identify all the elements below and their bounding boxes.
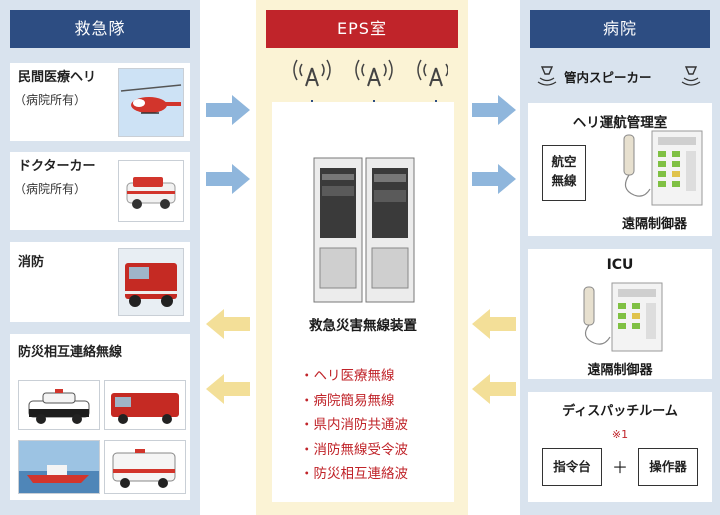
fire-dept-label: 消防 xyxy=(18,255,45,270)
arrow-eps-to-disaster xyxy=(206,374,250,404)
aviation-radio-line1: 航空 xyxy=(551,154,577,169)
fireboat-photo xyxy=(18,440,100,494)
icu-controller-label: 遠隔制御器 xyxy=(587,363,653,378)
medical-heli-sub: （病院所有） xyxy=(14,93,87,107)
arrow-eps-to-fire xyxy=(206,309,250,339)
speaker-icon xyxy=(537,66,557,86)
speaker-row: 管内スピーカー xyxy=(530,60,710,90)
device-label: 救急災害無線装置 xyxy=(309,318,417,334)
heli-controller-label: 遠隔制御器 xyxy=(622,217,688,232)
channel-item: ・消防無線受令波 xyxy=(300,441,408,458)
police-car-photo xyxy=(18,380,100,430)
doctor-car-sub: （病院所有） xyxy=(14,182,87,196)
aviation-radio-line2: 無線 xyxy=(551,173,577,188)
arrow-eps-to-speaker xyxy=(472,95,516,125)
channel-item: ・県内消防共通波 xyxy=(300,417,408,433)
fire-dept-card: 消防 xyxy=(10,242,190,322)
arrow-dispatch-to-eps xyxy=(472,374,516,404)
channel-list: ・ヘリ医療無線 ・病院簡易無線 ・県内消防共通波 ・消防無線受令波 ・防災相互連… xyxy=(300,364,408,487)
doctor-car-card: ドクターカー （病院所有） xyxy=(10,152,190,230)
rack-cabinet-image xyxy=(312,156,416,304)
channel-item: ・ヘリ医療無線 xyxy=(300,368,395,384)
command-desk-box: 指令台 xyxy=(542,448,602,486)
eps-device-panel: 救急災害無線装置 ・ヘリ医療無線 ・病院簡易無線 ・県内消防共通波 ・消防無線受… xyxy=(272,102,454,502)
arrow-eps-to-heli-room xyxy=(472,164,516,194)
eps-column: EPS室 xyxy=(256,0,468,515)
fire-truck-photo xyxy=(118,248,184,316)
heli-room-card: ヘリ運航管理室 航空 無線 遠隔制御器 xyxy=(528,103,712,236)
ambulance-column: 救急隊 民間医療ヘリ （病院所有） ドクターカー （病院所有） xyxy=(0,0,200,515)
dispatch-title: ディスパッチルーム xyxy=(562,404,678,419)
arrow-doctorcar-to-eps xyxy=(206,164,250,194)
dispatch-note: ※1 xyxy=(611,428,629,441)
remote-controller-image xyxy=(623,130,703,206)
ambulance-header: 救急隊 xyxy=(10,10,190,48)
fire-engine-photo xyxy=(104,380,186,430)
speaker-label: 管内スピーカー xyxy=(564,70,652,85)
medical-heli-label: 民間医療ヘリ xyxy=(18,70,97,85)
aviation-radio-box: 航空 無線 xyxy=(542,145,586,201)
speaker-icon xyxy=(681,66,701,86)
dispatch-card: ディスパッチルーム ※1 指令台 ＋ 操作器 xyxy=(528,392,712,502)
hospital-header: 病院 xyxy=(530,10,710,48)
plus-sign: ＋ xyxy=(612,458,629,477)
arrow-heli-to-eps xyxy=(206,95,250,125)
heli-room-title: ヘリ運航管理室 xyxy=(572,115,668,131)
medical-heli-card: 民間医療ヘリ （病院所有） xyxy=(10,63,190,141)
operator-box: 操作器 xyxy=(638,448,698,486)
ambulance-photo xyxy=(104,440,186,494)
disaster-radio-card: 防災相互連絡無線 xyxy=(10,334,190,500)
icu-title: ICU xyxy=(606,257,634,273)
helicopter-photo xyxy=(118,68,184,137)
doctor-car-label: ドクターカー xyxy=(18,159,96,174)
arrow-icu-to-eps xyxy=(472,309,516,339)
channel-item: ・病院簡易無線 xyxy=(300,392,395,409)
icu-card: ICU 遠隔制御器 xyxy=(528,249,712,379)
disaster-radio-label: 防災相互連絡無線 xyxy=(18,345,123,360)
hospital-column: 病院 管内スピーカー ヘリ運航管理室 航空 無線 遠隔制御器 xyxy=(520,0,720,515)
channel-item: ・防災相互連絡波 xyxy=(300,466,408,482)
icu-controller-image xyxy=(583,282,663,352)
doctor-car-photo xyxy=(118,160,184,222)
eps-header: EPS室 xyxy=(266,10,458,48)
